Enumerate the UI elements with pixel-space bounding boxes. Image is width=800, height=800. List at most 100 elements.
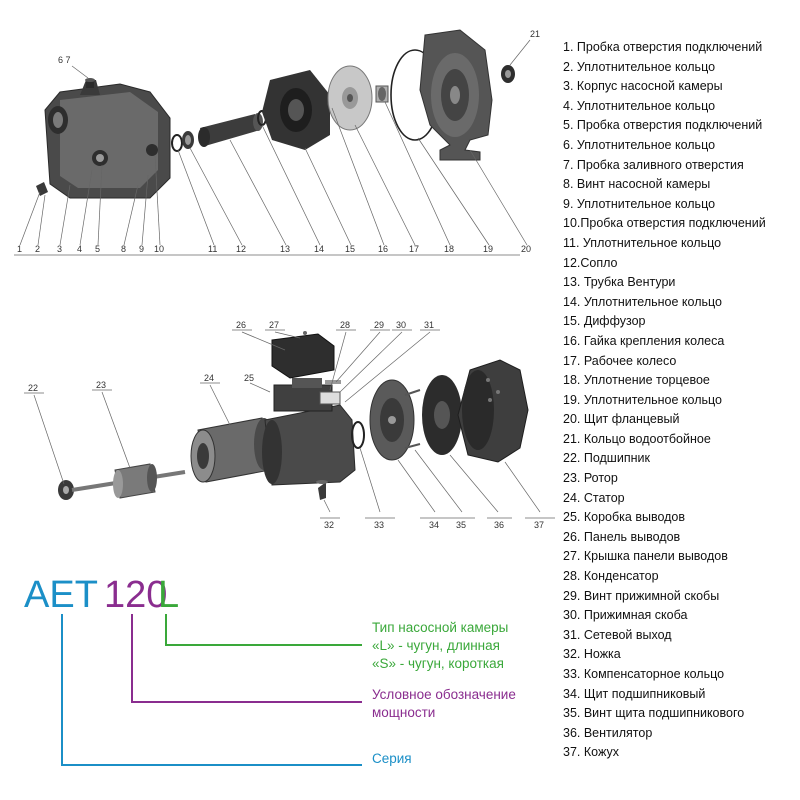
legend-item: 4. Уплотнительное кольцо xyxy=(563,98,716,113)
callout-3: 3 xyxy=(57,244,62,254)
legend-item: 31. Сетевой выход xyxy=(563,627,672,642)
impeller-part xyxy=(327,65,373,131)
legend-item: 30. Прижимная скоба xyxy=(563,608,688,623)
callout-9: 9 xyxy=(139,244,144,254)
fan-cover-part xyxy=(457,359,529,463)
motor-housing-part xyxy=(262,384,356,486)
bearing-shield-part xyxy=(369,379,415,461)
chamber-type-short: «S» - чугун, короткая xyxy=(372,656,504,671)
legend-item: 8. Винт насосной камеры xyxy=(563,177,711,192)
callout-1: 1 xyxy=(17,244,22,254)
callout-4: 4 xyxy=(77,244,82,254)
legend-item: 1. Пробка отверстия подключений xyxy=(563,40,763,54)
legend-item: 14. Уплотнительное кольцо xyxy=(563,294,722,309)
legend-item: 34. Щит подшипниковый xyxy=(563,686,706,701)
callout-6-7: 6 7 xyxy=(58,55,71,65)
bottom-callout-lines xyxy=(24,329,555,519)
model-chamber-code: L xyxy=(158,574,180,616)
callout-30: 30 xyxy=(396,320,406,330)
callout-33: 33 xyxy=(374,520,384,530)
power-bracket xyxy=(131,614,362,703)
rotor-part xyxy=(71,463,186,499)
callout-31: 31 xyxy=(424,320,434,330)
legend-item: 21. Кольцо водоотбойное xyxy=(563,431,711,446)
power-title-line1: Условное обозначение xyxy=(372,687,516,702)
callout-10: 10 xyxy=(154,244,164,254)
callout-37: 37 xyxy=(534,520,544,530)
legend-item: 2. Уплотнительное кольцо xyxy=(563,59,716,74)
chamber-type-long: «L» - чугун, длинная xyxy=(372,638,500,653)
mechanical-seal-part xyxy=(375,85,389,103)
callout-13: 13 xyxy=(280,244,290,254)
stator-part xyxy=(190,417,274,483)
motor-assembly xyxy=(58,331,529,500)
legend-item: 37. Кожух xyxy=(563,745,619,760)
legend-item: 26. Панель выводов xyxy=(563,529,681,544)
capacitor-part xyxy=(319,391,341,405)
bottom-callout-numbers: 22 23 24 25 26 27 28 29 30 31 32 33 34 3… xyxy=(28,320,544,530)
callout-21: 21 xyxy=(530,29,540,39)
model-power-code: 120 xyxy=(104,574,168,616)
bearing-part xyxy=(58,480,74,500)
callout-12: 12 xyxy=(236,244,246,254)
callout-26: 26 xyxy=(236,320,246,330)
legend-item: 35. Винт щита подшипникового xyxy=(563,706,745,721)
legend-item: 3. Корпус насосной камеры xyxy=(563,79,723,94)
callout-24: 24 xyxy=(204,373,214,383)
legend-item: 9. Уплотнительное кольцо xyxy=(563,196,716,211)
legend-item: 19. Уплотнительное кольцо xyxy=(563,392,722,407)
legend-item: 12.Сопло xyxy=(563,255,618,270)
legend-item: 7. Пробка заливного отверстия xyxy=(563,157,744,172)
terminal-cover-part xyxy=(271,331,335,379)
legend-item: 5. Пробка отверстия подключений xyxy=(563,118,763,133)
callout-5: 5 xyxy=(95,244,100,254)
chamber-bracket xyxy=(165,614,362,646)
legend-item: 28. Конденсатор xyxy=(563,569,659,584)
series-explanation: Серия xyxy=(372,751,412,766)
callout-8: 8 xyxy=(121,244,126,254)
o-ring-11-part xyxy=(171,134,183,152)
callout-16: 16 xyxy=(378,244,388,254)
model-code-brackets xyxy=(61,614,362,766)
callout-25: 25 xyxy=(244,373,254,383)
power-explanation: Условное обозначение мощности xyxy=(372,686,516,722)
callout-35: 35 xyxy=(456,520,466,530)
nozzle-part xyxy=(182,131,194,149)
chamber-type-explanation: Тип насосной камеры «L» - чугун, длинная… xyxy=(372,619,508,673)
top-callout-lines xyxy=(14,39,531,256)
connection-plug-part xyxy=(36,182,48,196)
flange-shield-part xyxy=(419,29,493,161)
callout-20: 20 xyxy=(521,244,531,254)
legend-item: 15. Диффузор xyxy=(563,314,646,329)
callout-11: 11 xyxy=(208,244,217,254)
venturi-tube-part xyxy=(198,113,263,147)
legend-item: 17. Рабочее колесо xyxy=(563,353,677,368)
legend-item: 27. Крышка панели выводов xyxy=(563,549,728,564)
legend-item: 23. Ротор xyxy=(563,471,618,486)
legend-item: 25. Коробка выводов xyxy=(563,510,686,525)
callout-32: 32 xyxy=(324,520,334,530)
legend-item: 22. Подшипник xyxy=(563,451,650,466)
pump-chamber-body-part xyxy=(44,80,171,199)
callout-15: 15 xyxy=(345,244,355,254)
legend-item: 36. Вентилятор xyxy=(563,725,653,740)
foot-part xyxy=(316,480,328,500)
callout-17: 17 xyxy=(409,244,419,254)
legend-item: 13. Трубка Вентури xyxy=(563,275,676,290)
callout-14: 14 xyxy=(314,244,324,254)
model-series-code: AET xyxy=(24,574,98,616)
callout-28: 28 xyxy=(340,320,350,330)
series-bracket xyxy=(61,614,362,766)
legend-item: 6. Уплотнительное кольцо xyxy=(563,137,716,152)
callout-22: 22 xyxy=(28,383,38,393)
water-deflector-ring-part xyxy=(501,65,515,83)
callout-2: 2 xyxy=(35,244,40,254)
callout-23: 23 xyxy=(96,380,106,390)
top-callout-numbers: 1 2 3 4 5 6 7 8 9 10 11 12 13 14 15 16 1… xyxy=(17,29,540,254)
diffuser-part xyxy=(262,70,330,150)
pump-chamber-assembly xyxy=(36,29,515,199)
shield-screw-part xyxy=(404,389,421,449)
callout-29: 29 xyxy=(374,320,384,330)
compensating-ring-part xyxy=(351,421,365,449)
fan-part xyxy=(422,375,462,455)
